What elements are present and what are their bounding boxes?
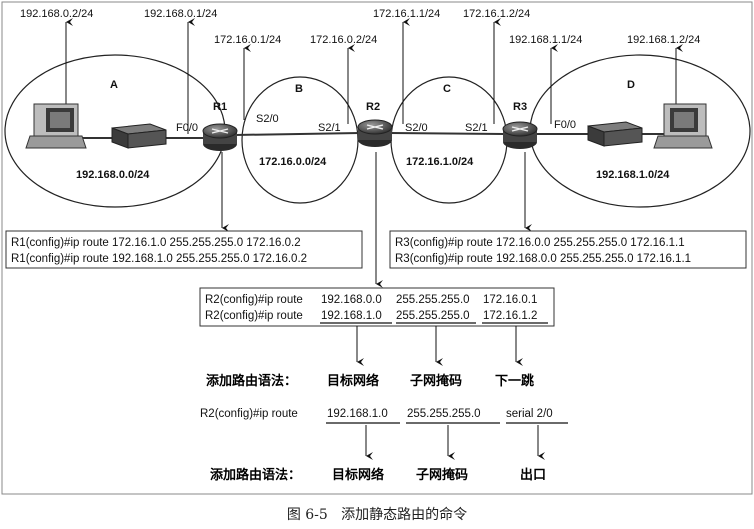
r2-command-line-1: R2(config)#ip route 192.168.0.0 255.255.…	[205, 294, 537, 306]
syntax1-prefix: 添加路由语法：	[206, 373, 297, 389]
area-a-letter: A	[110, 79, 118, 91]
router-r3-label: R3	[513, 101, 527, 113]
area-b-network: 172.16.0.0/24	[259, 156, 327, 168]
ip-label-r1-s20: 172.16.0.1/24	[214, 34, 281, 46]
figure-number: 图 6-5	[286, 507, 328, 523]
r3-command-box	[389, 230, 747, 269]
pc-a-icon	[25, 103, 87, 149]
router-r1-icon	[202, 123, 238, 151]
exit-command-line: R2(config)#ip route 192.168.1.0 255.255.…	[200, 408, 553, 420]
syntax2-dest: 目标网络	[332, 467, 384, 483]
ip-label-r2-s20: 172.16.1.1/24	[373, 8, 440, 20]
area-c-ellipse	[390, 76, 508, 204]
iface-r2-s21: S2/1	[318, 122, 341, 134]
switch-a-icon	[111, 123, 167, 149]
exit-cmd-dest: 192.168.1.0	[327, 408, 388, 420]
r2-line1-dest: 192.168.0.0	[321, 294, 382, 306]
r2-line2-dest: 192.168.1.0	[321, 310, 382, 322]
syntax2-mask: 子网掩码	[416, 467, 468, 483]
ip-label-r3-f00: 192.168.1.1/24	[509, 34, 582, 46]
r3-command-line-2: R3(config)#ip route 192.168.0.0 255.255.…	[395, 253, 691, 265]
iface-r1-s20: S2/0	[256, 113, 279, 125]
r2-line2-mask: 255.255.255.0	[396, 310, 470, 322]
figure-border	[1, 1, 753, 495]
r1-command-line-2: R1(config)#ip route 192.168.1.0 255.255.…	[11, 253, 307, 265]
r3-command-line-1: R3(config)#ip route 172.16.0.0 255.255.2…	[395, 237, 685, 249]
ip-label-r1-f00: 192.168.0.1/24	[144, 8, 217, 20]
area-c-letter: C	[443, 83, 451, 95]
exit-cmd-prefix: R2(config)#ip route	[200, 408, 298, 420]
r1-command-box	[5, 230, 363, 269]
figure-title: 添加静态路由的命令	[341, 507, 468, 523]
r2-line1-hop: 172.16.0.1	[483, 294, 537, 306]
area-d-network: 192.168.1.0/24	[596, 169, 670, 181]
area-b-letter: B	[295, 83, 303, 95]
syntax1-next: 下一跳	[495, 373, 534, 389]
ip-label-r3-s21: 172.16.1.2/24	[463, 8, 530, 20]
router-r2-icon	[357, 119, 393, 147]
iface-r3-s21: S2/1	[465, 122, 488, 134]
iface-r1-f00: F0/0	[176, 122, 198, 134]
r2-line2-prefix: R2(config)#ip route	[205, 310, 303, 322]
router-r3-icon	[502, 121, 538, 149]
area-a-network: 192.168.0.0/24	[76, 169, 150, 181]
r2-command-box	[199, 287, 555, 327]
area-d-letter: D	[627, 79, 635, 91]
area-b-ellipse	[241, 76, 359, 204]
r2-line1-prefix: R2(config)#ip route	[205, 294, 303, 306]
syntax1-mask: 子网掩码	[410, 373, 462, 389]
router-r2-label: R2	[366, 101, 380, 113]
exit-cmd-iface: serial 2/0	[506, 408, 553, 420]
figure-caption: 图 6-5 添加静态路由的命令	[0, 504, 754, 524]
iface-r2-s20: S2/0	[405, 122, 428, 134]
exit-cmd-mask: 255.255.255.0	[407, 408, 481, 420]
r2-line1-mask: 255.255.255.0	[396, 294, 470, 306]
router-r1-label: R1	[213, 101, 227, 113]
r1-command-line-1: R1(config)#ip route 172.16.1.0 255.255.2…	[11, 237, 301, 249]
r2-command-line-2: R2(config)#ip route 192.168.1.0 255.255.…	[205, 310, 537, 322]
area-c-network: 172.16.1.0/24	[406, 156, 474, 168]
pc-d-icon	[653, 103, 713, 149]
syntax2-prefix: 添加路由语法：	[210, 467, 301, 483]
syntax2-exit: 出口	[520, 467, 546, 483]
network-topology-diagram: 192.168.0.2/24 192.168.0.1/24 172.16.0.1…	[1, 1, 753, 495]
ip-label-pc-a: 192.168.0.2/24	[20, 8, 93, 20]
link-r1-r2	[234, 132, 361, 136]
iface-r3-f00: F0/0	[554, 119, 576, 131]
ip-label-r2-s21: 172.16.0.2/24	[310, 34, 377, 46]
switch-d-icon	[587, 121, 643, 147]
syntax1-dest: 目标网络	[327, 373, 379, 389]
link-r2-r3	[389, 132, 505, 135]
ip-label-pc-d: 192.168.1.2/24	[627, 34, 700, 46]
r2-line2-hop: 172.16.1.2	[483, 310, 537, 322]
